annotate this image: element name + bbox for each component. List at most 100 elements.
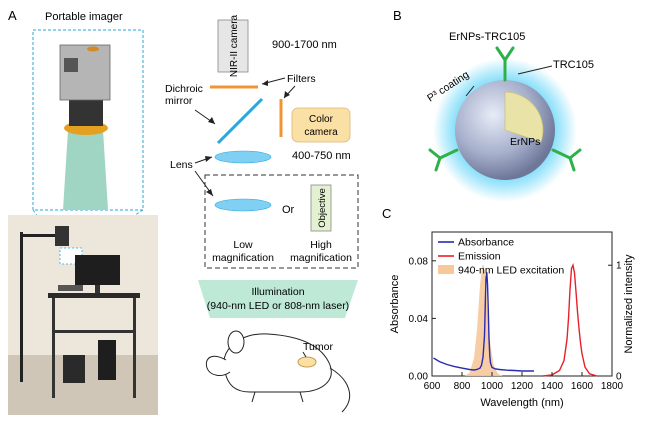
mouse-tail xyxy=(329,367,351,413)
photo-keyboard xyxy=(58,285,83,291)
x-tick-label: 800 xyxy=(454,381,471,392)
or-label: Or xyxy=(282,204,295,216)
x-axis-label: Wavelength (nm) xyxy=(480,397,563,409)
mouse-leg-front xyxy=(251,391,256,403)
tumor-label: Tumor xyxy=(303,341,333,353)
legend-swatch-led xyxy=(438,265,454,274)
color-camera-box xyxy=(291,107,351,143)
antibody-right xyxy=(551,148,582,172)
mouse-body xyxy=(223,333,332,393)
antibodies xyxy=(428,46,582,172)
series-led-excitation xyxy=(465,265,503,376)
mouse-leg-back xyxy=(299,391,304,403)
series-absorbance xyxy=(433,272,534,372)
lens-arrow-2-head xyxy=(206,189,213,196)
filters-arrow-2-head xyxy=(284,91,290,98)
tumor-arrow xyxy=(302,351,307,358)
photo-monitor xyxy=(75,255,120,285)
photo-shelf xyxy=(52,330,136,333)
imager-render xyxy=(32,29,144,211)
illumination-band xyxy=(198,280,358,318)
series-emission xyxy=(542,262,598,377)
filters-arrow-1-head xyxy=(262,80,268,86)
portable-imager-label: Portable imager xyxy=(45,11,123,23)
photo-stand-pole xyxy=(20,232,23,382)
imager-lens-body xyxy=(69,100,103,126)
y-tick-label: 0.08 xyxy=(409,256,429,267)
dichroic-mirror xyxy=(216,97,264,145)
photo-imager xyxy=(55,226,69,246)
nanoparticle xyxy=(428,46,582,202)
lens-arrow-1-head xyxy=(205,156,212,162)
lens-label: Lens xyxy=(170,159,193,171)
nir-camera-box xyxy=(217,19,249,73)
x-tick-label: 1200 xyxy=(511,381,534,392)
mouse-drawing xyxy=(205,330,351,413)
imager-camera-body xyxy=(59,44,111,101)
coating-arrow xyxy=(465,85,475,97)
photo-pc-tower xyxy=(98,340,116,380)
mouse-ear xyxy=(227,330,245,354)
system-photo xyxy=(8,215,158,415)
dichroic-label-1: Dichroic xyxy=(165,83,203,95)
color-camera-label-1: Color xyxy=(309,114,334,125)
y-axis-label: Absorbance xyxy=(389,275,401,334)
legend-label-led: 940-nm LED excitation xyxy=(458,265,564,277)
filters-label: Filters xyxy=(287,73,316,85)
imager-tube xyxy=(63,130,108,210)
x-axis-ticks: 600 800 1000 1200 1400 1600 1800 xyxy=(424,372,624,392)
imager-top-port xyxy=(87,46,99,52)
magnification-box xyxy=(204,174,359,269)
y2-tick-label: 0 xyxy=(616,372,622,383)
high-mag-label-2: magnification xyxy=(290,252,352,264)
y2-tick-label: 1 xyxy=(616,261,622,272)
nir-camera-label: NIR-II camera xyxy=(229,14,240,77)
lens-upper xyxy=(214,150,272,164)
lens-lower xyxy=(214,198,272,212)
x-tick-label: 1800 xyxy=(601,381,624,392)
y-axis-ticks: 0.00 0.04 0.08 xyxy=(409,256,436,383)
panel-a-letter: A xyxy=(8,8,17,23)
low-mag-label-1: Low xyxy=(233,239,253,251)
photo-stand-arm xyxy=(20,234,65,237)
illumination-label-1: Illumination xyxy=(251,286,304,298)
illumination-label-2: (940-nm LED or 808-nm laser) xyxy=(207,300,349,312)
x-tick-label: 1600 xyxy=(571,381,594,392)
dichroic-arrow-head xyxy=(208,117,215,124)
antibody-top xyxy=(495,46,515,82)
imager-vent xyxy=(64,58,78,72)
x-tick-label: 1400 xyxy=(541,381,564,392)
trc105-label: TRC105 xyxy=(553,59,594,71)
photo-leg-left xyxy=(52,298,55,398)
y-tick-label: 0.04 xyxy=(409,314,429,325)
photo-power-box xyxy=(63,355,85,383)
x-tick-label: 1000 xyxy=(481,381,504,392)
nir-range-label: 900-1700 nm xyxy=(272,39,337,51)
photo-leg-right xyxy=(133,298,136,398)
objective-label: Objective xyxy=(317,188,328,228)
optics-schematic: NIR-II camera 900-1700 nm Color camera 4… xyxy=(165,14,359,318)
color-camera-label-2: camera xyxy=(304,127,338,138)
core-label: ErNPs xyxy=(510,136,540,148)
nanoparticle-title: ErNPs-TRC105 xyxy=(449,31,525,43)
low-mag-label-2: magnification xyxy=(212,252,274,264)
y2-axis-ticks: 01 xyxy=(608,261,622,383)
y-tick-label: 0.00 xyxy=(409,372,429,383)
nanoparticle-core-cutaway xyxy=(504,91,544,143)
panel-c-letter: C xyxy=(382,206,391,221)
tumor-spot xyxy=(297,356,317,368)
dichroic-label-2: mirror xyxy=(165,95,193,107)
mouse-head xyxy=(205,355,231,376)
x-tick-label: 600 xyxy=(424,381,441,392)
y2-axis-label: Normalized intensity xyxy=(623,254,635,354)
antibody-left xyxy=(428,148,459,172)
high-mag-label-1: High xyxy=(310,239,332,251)
legend-label-absorbance: Absorbance xyxy=(458,237,514,249)
panel-b-letter: B xyxy=(393,8,402,23)
visible-range-label: 400-750 nm xyxy=(292,150,351,162)
photo-monitor-stand xyxy=(95,285,100,293)
objective-box xyxy=(310,184,332,232)
